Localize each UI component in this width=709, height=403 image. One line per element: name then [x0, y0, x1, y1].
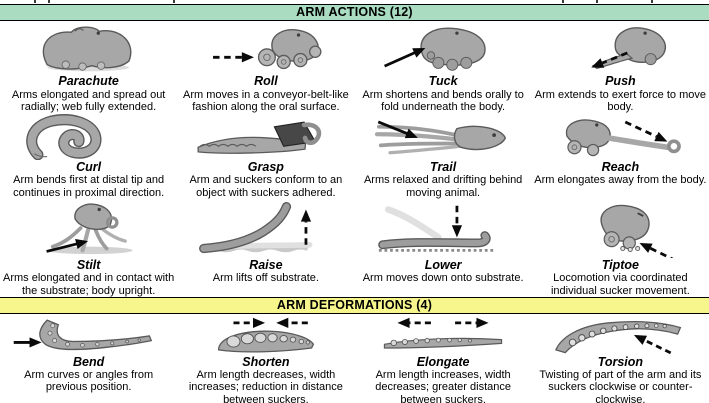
dashed-down-left-arrow-icon [591, 51, 629, 68]
cell-torsion: Torsion Twisting of part of the arm and … [532, 314, 709, 403]
shorten-arm-icon [187, 315, 345, 355]
action-label: Reach [601, 159, 640, 174]
action-label: Trail [430, 159, 457, 174]
cell-elongate: Elongate Arm length increases, width dec… [355, 314, 532, 403]
cell-raise: Raise Arm lifts off substrate. [177, 199, 354, 297]
action-label: Tiptoe [601, 257, 640, 272]
action-label: Grasp [247, 159, 284, 174]
tiptoe-octopus-icon [541, 200, 699, 258]
cell-reach: Reach Arm elongates away from the body. [532, 113, 709, 199]
cell-parachute: Parachute Arms elongated and spread out … [0, 21, 177, 113]
actions-row-2: Curl Arm bends first at distal tip and c… [0, 113, 709, 199]
dashed-up-left-arrow-icon [634, 334, 672, 354]
curl-arm-icon [10, 114, 168, 160]
cell-grasp: Grasp Arm and suckers conform to an obje… [177, 113, 354, 199]
action-caption: Arm and suckers conform to an object wit… [189, 174, 343, 199]
torsion-arm-icon [541, 315, 699, 355]
section-title: ARM DEFORMATIONS (4) [276, 297, 433, 312]
action-caption: Arm extends to exert force to move body. [534, 88, 706, 113]
raise-arm-icon [187, 200, 345, 258]
cropped-text-fragment [562, 0, 564, 3]
dashed-up-left-arrow-icon [639, 242, 678, 258]
deformation-caption: Arm length increases, width decreases; g… [375, 369, 511, 403]
action-label: Tuck [428, 74, 458, 88]
cell-lower: Lower Arm moves down onto substrate. [355, 199, 532, 297]
actions-row-3: Stilt Arms elongated and in contact with… [0, 199, 709, 297]
roll-octopus-icon [187, 22, 345, 74]
cell-roll: Roll Arm moves in a conveyor-belt-like f… [177, 21, 354, 113]
action-label: Raise [249, 257, 283, 272]
deformation-label: Elongate [416, 354, 470, 369]
parachute-octopus-icon [10, 22, 168, 74]
action-label: Lower [424, 257, 462, 272]
reach-octopus-icon [541, 114, 699, 160]
action-caption: Arm lifts off substrate. [212, 272, 319, 285]
deformation-caption: Arm length decreases, width increases; r… [188, 369, 343, 403]
dashed-down-right-arrow-icon [625, 120, 668, 142]
deformation-caption: Twisting of part of the arm and its suck… [539, 369, 702, 403]
action-caption: Arms relaxed and drifting behind moving … [363, 174, 523, 199]
dashed-diverging-arrow-left-icon [397, 317, 432, 328]
tuck-octopus-icon [364, 22, 522, 74]
action-label: Push [605, 74, 636, 88]
cropped-text-fragment [651, 0, 653, 3]
bend-arm-icon [10, 315, 168, 355]
cropped-text-fragment [596, 0, 598, 3]
cropped-text-fragment [173, 0, 175, 3]
dashed-converging-arrow-right-icon [233, 317, 265, 328]
solid-up-right-arrow-icon [45, 238, 88, 253]
action-caption: Arms elongated and in contact with the s… [3, 272, 175, 297]
action-caption: Arm shortens and bends orally to fold un… [362, 88, 524, 113]
cropped-text-fragment [48, 0, 50, 3]
action-label: Stilt [76, 257, 101, 272]
cell-tiptoe: Tiptoe Locomotion via coordinated indivi… [532, 199, 709, 297]
push-octopus-icon [541, 22, 699, 74]
cell-shorten: Shorten Arm length decreases, width incr… [177, 314, 354, 403]
action-caption: Arm bends first at distal tip and contin… [13, 174, 165, 199]
grasp-arm-object-icon [187, 114, 345, 160]
section-title: ARM ACTIONS (12) [296, 5, 413, 19]
cell-stilt: Stilt Arms elongated and in contact with… [0, 199, 177, 297]
deformation-label: Bend [73, 354, 105, 369]
dashed-down-arrow-icon [451, 205, 463, 238]
deformation-label: Shorten [242, 354, 290, 369]
action-label: Curl [76, 159, 102, 174]
cell-trail: Trail Arms relaxed and drifting behind m… [355, 113, 532, 199]
trail-octopus-icon [364, 114, 522, 160]
action-caption: Arm moves in a conveyor-belt-like fashio… [183, 88, 349, 113]
action-caption: Arm elongates away from the body. [534, 174, 707, 187]
dashed-converging-arrow-left-icon [276, 317, 308, 328]
action-caption: Locomotion via coordinated individual su… [550, 272, 690, 297]
cell-bend: Bend Arm curves or angles from previous … [0, 314, 177, 403]
elongate-arm-icon [364, 315, 522, 355]
dashed-up-arrow-icon [300, 209, 311, 245]
solid-down-right-arrow-icon [377, 120, 419, 139]
cell-tuck: Tuck Arm shortens and bends orally to fo… [355, 21, 532, 113]
solid-up-right-arrow-icon [384, 48, 426, 68]
cell-push: Push Arm extends to exert force to move … [532, 21, 709, 113]
section-header-arm-actions: ARM ACTIONS (12) [0, 4, 709, 21]
deformations-row: Bend Arm curves or angles from previous … [0, 314, 709, 403]
deformation-caption: Arm curves or angles from previous posit… [24, 369, 154, 394]
dashed-diverging-arrow-right-icon [455, 317, 489, 328]
section-header-arm-deformations: ARM DEFORMATIONS (4) [0, 296, 709, 314]
deformation-label: Torsion [597, 354, 644, 369]
cell-curl: Curl Arm bends first at distal tip and c… [0, 113, 177, 199]
cropped-text-fragment [34, 0, 36, 3]
action-caption: Arm moves down onto substrate. [362, 272, 524, 285]
solid-right-arrow-icon [13, 337, 42, 348]
lower-arm-icon [364, 200, 522, 258]
stilt-octopus-icon [10, 200, 168, 258]
action-label: Parachute [58, 74, 119, 88]
cropped-caption-strip [0, 0, 709, 4]
actions-row-1: Parachute Arms elongated and spread out … [0, 21, 709, 113]
action-label: Roll [254, 74, 278, 88]
action-caption: Arms elongated and spread out radially; … [11, 88, 166, 113]
dashed-right-arrow-icon [212, 52, 254, 63]
